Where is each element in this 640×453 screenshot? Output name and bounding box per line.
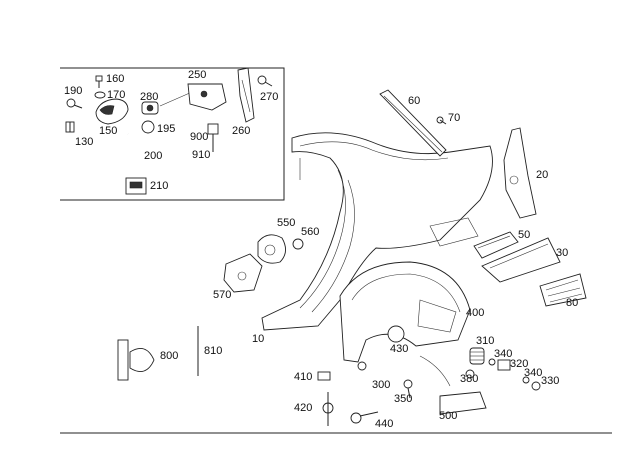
part-550-bracket	[257, 234, 286, 264]
callout-900: 900	[190, 131, 209, 143]
part-50-panel	[473, 231, 519, 259]
part-570-bracket	[223, 253, 263, 293]
part-500-trim	[439, 391, 487, 415]
callout-300: 300	[372, 379, 391, 391]
part-340b-washer	[522, 376, 530, 384]
callout-260: 260	[232, 125, 251, 137]
callout-170: 170	[107, 89, 126, 101]
part-410-clip	[317, 371, 331, 381]
callout-310: 310	[476, 335, 495, 347]
part-400-wheel-liner	[339, 261, 471, 363]
callout-195: 195	[157, 123, 176, 135]
part-800-stud	[117, 339, 155, 381]
callout-330: 330	[541, 375, 560, 387]
callout-800: 800	[160, 350, 179, 362]
liner-arrow	[419, 355, 451, 387]
part-250-lock-motor	[187, 83, 227, 111]
part-900-sleeve	[207, 123, 219, 135]
part-195-ring	[141, 120, 155, 134]
callout-910: 910	[192, 149, 211, 161]
callout-410: 410	[294, 371, 313, 383]
callout-60: 60	[408, 95, 421, 107]
part-440-bolt	[350, 411, 379, 424]
callout-550: 550	[277, 217, 296, 229]
callout-340-upper: 340	[494, 348, 513, 360]
callout-340-lower: 340	[524, 367, 543, 379]
side-panel-10	[261, 132, 493, 331]
inset-frame	[60, 67, 285, 201]
callout-200: 200	[144, 150, 163, 162]
callout-570: 570	[213, 289, 232, 301]
callout-320: 320	[510, 358, 529, 370]
part-80-lamp	[539, 273, 587, 307]
part-380-washer	[465, 369, 475, 379]
callout-130: 130	[75, 136, 94, 148]
callout-430: 430	[390, 343, 409, 355]
part-190-bolt	[66, 98, 83, 109]
callout-440: 440	[375, 418, 394, 430]
callout-150: 150	[99, 125, 118, 137]
part-160-screw	[95, 75, 103, 88]
callout-420: 420	[294, 402, 313, 414]
callout-400: 400	[466, 307, 485, 319]
part-150-fuel-flap	[95, 98, 129, 125]
part-210-connector	[125, 177, 147, 195]
callout-270: 270	[260, 91, 279, 103]
part-300-nut	[357, 361, 367, 371]
part-30-bracket	[481, 237, 561, 283]
callout-70: 70	[448, 112, 461, 124]
part-310-bump-stop	[469, 347, 485, 365]
callout-380: 380	[460, 373, 479, 385]
cable	[159, 91, 193, 107]
part-170-washer	[94, 91, 106, 99]
part-420-fastener	[322, 392, 334, 426]
callout-30: 30	[556, 247, 569, 259]
part-130-clip	[65, 121, 75, 133]
part-60-rail	[379, 89, 447, 157]
callout-80: 80	[566, 297, 579, 309]
callout-250: 250	[188, 69, 207, 81]
callout-210: 210	[150, 180, 169, 192]
callout-500: 500	[439, 410, 458, 422]
callout-10: 10	[252, 333, 265, 345]
callout-810: 810	[204, 345, 223, 357]
part-350-screw	[403, 379, 413, 399]
part-260-bracket	[237, 67, 255, 123]
callout-280: 280	[140, 91, 159, 103]
callout-190: 190	[64, 85, 83, 97]
part-280-actuator	[141, 101, 159, 115]
part-340a-washer	[488, 358, 496, 366]
callout-50: 50	[518, 229, 531, 241]
callout-160: 160	[106, 73, 125, 85]
part-20-pillar	[503, 127, 537, 219]
callout-350: 350	[394, 393, 413, 405]
part-320-sleeve	[497, 359, 511, 371]
part-270-screw	[257, 75, 273, 87]
part-560-grommet	[292, 238, 304, 250]
part-330-bolt	[531, 381, 541, 391]
callout-20: 20	[536, 169, 549, 181]
callout-560: 560	[301, 226, 320, 238]
